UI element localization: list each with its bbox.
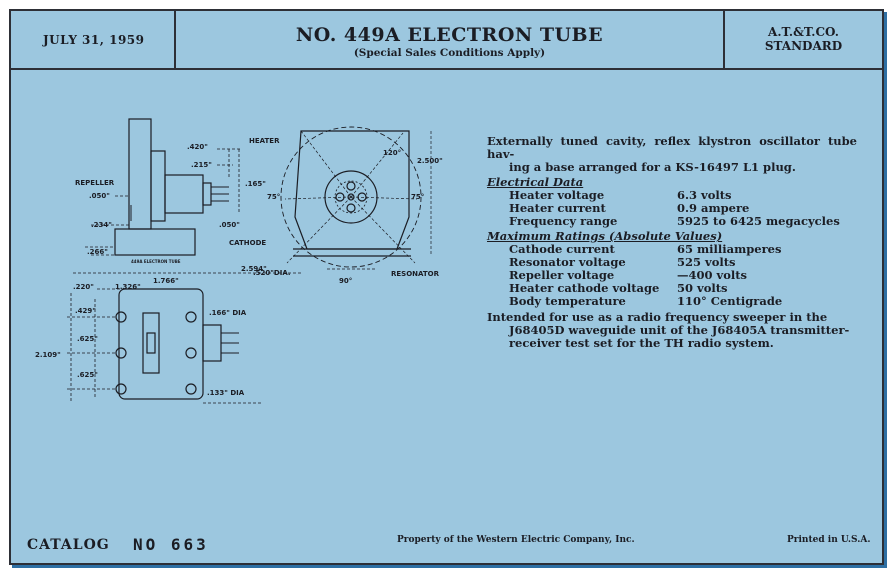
side-body-upper xyxy=(128,118,152,230)
dim-120: 120° xyxy=(383,149,401,157)
label-cathode: CATHODE xyxy=(229,239,266,247)
bottom-view-body xyxy=(118,288,204,400)
spec-text: Externally tuned cavity, reflex klystron… xyxy=(487,135,857,350)
standard-label: STANDARD xyxy=(764,39,843,53)
header-divider xyxy=(11,68,882,70)
dim-90: 90° xyxy=(339,277,352,285)
page-subtitle: (Special Sales Conditions Apply) xyxy=(353,47,546,59)
end-view-flange-circle xyxy=(280,126,422,268)
dim-520: .520"DIA. xyxy=(253,269,291,277)
end-view-plug-circle xyxy=(324,170,378,224)
issue-date: JULY 31, 1959 xyxy=(43,33,145,47)
catalog-label: CATALOG xyxy=(27,537,110,553)
mount-hole-bottom-right xyxy=(185,383,197,395)
dim-266: .266" xyxy=(87,248,108,256)
dim-420: .420" xyxy=(187,143,208,151)
dim-429: .429" xyxy=(75,307,96,315)
dim-220: .220" xyxy=(73,283,94,291)
header-divider-left xyxy=(174,11,176,68)
header-divider-right xyxy=(723,11,725,68)
label-resonator: RESONATOR xyxy=(391,270,440,278)
standard-org: A.T.&T.CO. xyxy=(768,25,839,39)
catalog-number: NO 663 xyxy=(133,535,209,554)
tube-drawing: REPELLER .050" .234" .266" .420" .215" .… xyxy=(35,118,443,404)
tube-marking: 449A ELECTRON TUBE xyxy=(131,259,181,264)
usage-note: Intended for use as a radio frequency sw… xyxy=(487,311,857,350)
dim-050b: .050" xyxy=(219,221,240,229)
side-plug-collar xyxy=(202,182,212,206)
dim-1326: 1.326" xyxy=(115,283,141,291)
electrical-heading: Electrical Data xyxy=(487,175,584,189)
side-body-lip xyxy=(150,150,166,222)
mount-hole-mid-left xyxy=(115,347,127,359)
spec-row: Repeller voltage—400 volts xyxy=(509,268,748,282)
dim-165: .165" xyxy=(245,180,266,188)
ratings-heading: Maximum Ratings (Absolute Values) xyxy=(487,229,723,243)
dim-625b: .625" xyxy=(77,371,98,379)
dim-215: .215" xyxy=(191,161,212,169)
bottom-view-plug xyxy=(202,324,222,362)
dim-133-dia: .133" DIA xyxy=(207,389,245,397)
dim-166-dia: .166" DIA xyxy=(209,309,247,317)
dim-2500: 2.500" xyxy=(417,157,443,165)
usage-line-1: Intended for use as a radio frequency sw… xyxy=(487,310,828,324)
property-notice: Property of the Western Electric Company… xyxy=(397,535,635,545)
intro-line-2: ing a base arranged for a KS-16497 L1 pl… xyxy=(509,160,796,174)
bottom-view-window xyxy=(142,312,160,374)
intro-line-1: Externally tuned cavity, reflex klystron… xyxy=(487,134,857,161)
side-plug-housing xyxy=(164,174,204,214)
dim-75a: 75° xyxy=(267,193,280,201)
mount-hole-top-left xyxy=(115,311,127,323)
dim-2109: 2.109" xyxy=(35,351,61,359)
usage-line-2: J68405D waveguide unit of the J68405A tr… xyxy=(509,323,850,337)
dim-625a: .625" xyxy=(77,335,98,343)
printed-notice: Printed in U.S.A. xyxy=(787,535,871,545)
catalog-card: JULY 31, 1959 NO. 449A ELECTRON TUBE (Sp… xyxy=(9,9,884,565)
mount-hole-bottom-left xyxy=(115,383,127,395)
mount-hole-mid-right xyxy=(185,347,197,359)
side-base-block xyxy=(114,228,196,256)
mount-hole-top-right xyxy=(185,311,197,323)
dim-2594: 2.594" xyxy=(241,265,267,273)
usage-line-3: receiver test set for the TH radio syste… xyxy=(509,336,774,350)
label-repeller: REPELLER xyxy=(75,179,115,187)
page-title: NO. 449A ELECTRON TUBE xyxy=(295,24,604,46)
dim-050a: .050" xyxy=(89,192,110,200)
label-heater: HEATER xyxy=(249,137,280,145)
dim-234: .234" xyxy=(91,221,112,229)
dim-1766: 1.766" xyxy=(153,277,179,285)
dim-75b: 75° xyxy=(411,193,424,201)
